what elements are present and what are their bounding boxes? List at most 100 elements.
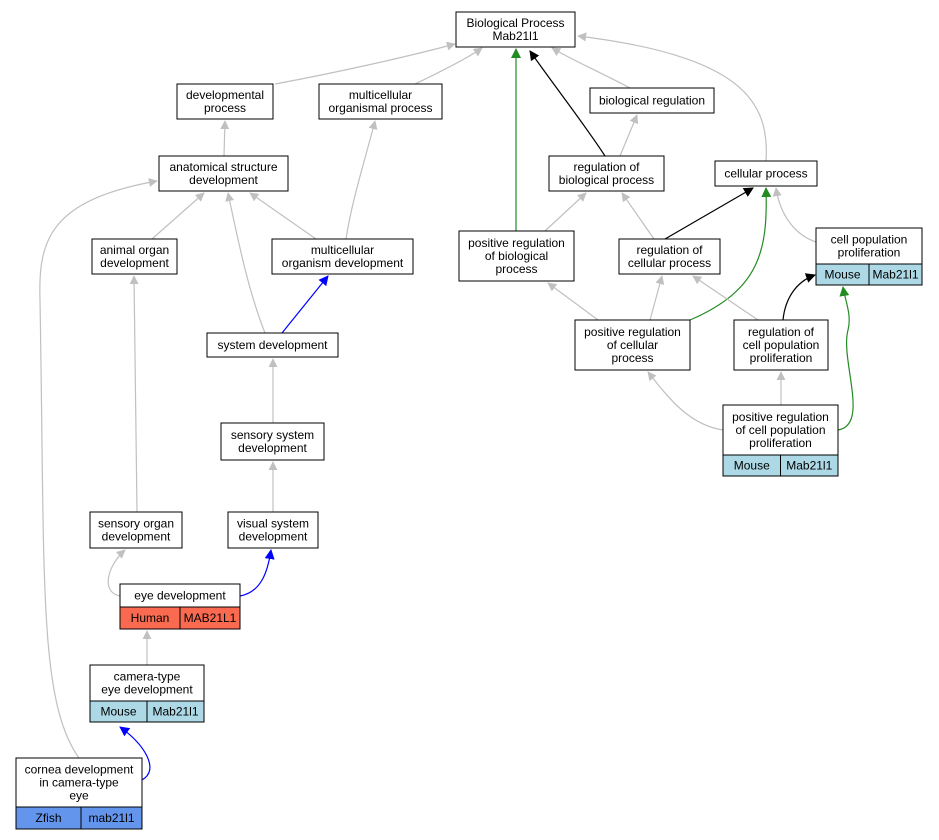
- node-box: [91, 238, 178, 275]
- node-label-line: eye development: [134, 589, 226, 603]
- edge-dev-to-bp: [274, 41, 456, 85]
- node-box: [618, 238, 721, 275]
- edge-asd-to-dev: [220, 120, 230, 157]
- node-box: [722, 404, 839, 456]
- node-label-line: of cell population: [735, 423, 825, 437]
- gene-cell-bg: [80, 806, 143, 830]
- node-label-line: system development: [217, 338, 328, 352]
- node-box: [714, 160, 818, 187]
- edge-ed-to-sod: [107, 549, 126, 597]
- edge-sd-to-asd: [225, 192, 266, 334]
- node-label-line: cell population: [743, 338, 820, 352]
- node-label-line: of cellular: [607, 338, 658, 352]
- edge-cdcte-to-asd: [39, 177, 158, 759]
- node-label-line: biological regulation: [599, 94, 705, 108]
- gene-cell: Mab21l1: [786, 459, 832, 473]
- node-label-line: development: [239, 530, 308, 544]
- edge-ed-to-vsd: [239, 549, 275, 597]
- node-label-line: cornea development: [25, 763, 134, 777]
- node-label-line: camera-type: [114, 670, 181, 684]
- node-label-line: developmental: [186, 88, 264, 102]
- node-box: [733, 319, 829, 371]
- edge-prcp-to-prbp: [547, 282, 599, 321]
- gene-cell: mab21l1: [88, 811, 134, 825]
- go-term-node-breg[interactable]: biological regulation: [589, 87, 715, 114]
- node-label-line: regulation of: [748, 325, 815, 339]
- node-label-line: positive regulation: [584, 325, 681, 339]
- edge-rcp-to-rbp: [621, 192, 655, 240]
- species-cell: Human: [131, 611, 170, 625]
- node-label-line: sensory system: [231, 428, 314, 442]
- node-box: [458, 230, 575, 282]
- species-cell: Mouse: [734, 459, 770, 473]
- node-box: [220, 422, 325, 461]
- gene-cell: Mab21l1: [152, 705, 198, 719]
- node-box: [455, 11, 576, 48]
- node-box: [574, 319, 691, 371]
- gene-cell: Mab21l1: [872, 268, 918, 282]
- node-label-line: proliferation: [750, 351, 813, 365]
- node-label-line: proliferation: [838, 246, 901, 260]
- node-box: [206, 332, 339, 358]
- node-label-line: sensory organ: [98, 517, 174, 531]
- edge-prbp-to-rbp: [544, 192, 587, 232]
- edge-pcpp-to-prcp: [647, 371, 724, 431]
- node-label-line: cell population: [831, 233, 908, 247]
- node-box: [271, 238, 414, 275]
- node-label-line: multicellular: [311, 243, 374, 257]
- node-box: [589, 87, 715, 114]
- node-box: [227, 511, 319, 549]
- gene-cell-bg: [146, 700, 205, 723]
- node-label-line: visual system: [237, 517, 309, 531]
- go-term-node-cp[interactable]: cellular process: [714, 160, 818, 187]
- node-box: [176, 83, 274, 120]
- node-box: [158, 155, 289, 192]
- node-label-line: in camera-type: [39, 776, 119, 790]
- node-label-line: development: [100, 256, 169, 270]
- node-label-line: development: [102, 530, 171, 544]
- node-box: [89, 511, 183, 549]
- node-label-line: development: [238, 441, 307, 455]
- species-cell: Mouse: [824, 268, 860, 282]
- edge-breg-to-bp: [551, 47, 631, 89]
- node-label-line: process: [611, 351, 653, 365]
- node-box: [815, 227, 923, 265]
- node-label-line: Biological Process: [466, 16, 564, 30]
- edge-sd-to-mod: [281, 275, 329, 334]
- go-term-node-sd[interactable]: system development: [206, 332, 339, 358]
- edge-sod-to-aod: [129, 275, 139, 513]
- node-label-line: development: [189, 173, 258, 187]
- node-label-line: eye development: [101, 683, 193, 697]
- edge-prcp-to-rcp: [649, 275, 665, 321]
- node-label-line: multicellular: [349, 88, 412, 102]
- edge-rbp-to-breg: [619, 114, 639, 157]
- gene-cell-bg: [780, 454, 839, 477]
- edge-rbp-to-bp: [529, 50, 606, 157]
- edge-rcpp-to-cpp: [782, 273, 816, 321]
- gene-cell-bg: [179, 606, 241, 630]
- node-label-line: positive regulation: [468, 236, 565, 250]
- edge-mod-to-mop: [345, 120, 378, 240]
- node-label-line: animal organ: [100, 243, 169, 257]
- edges-layer: [39, 32, 854, 781]
